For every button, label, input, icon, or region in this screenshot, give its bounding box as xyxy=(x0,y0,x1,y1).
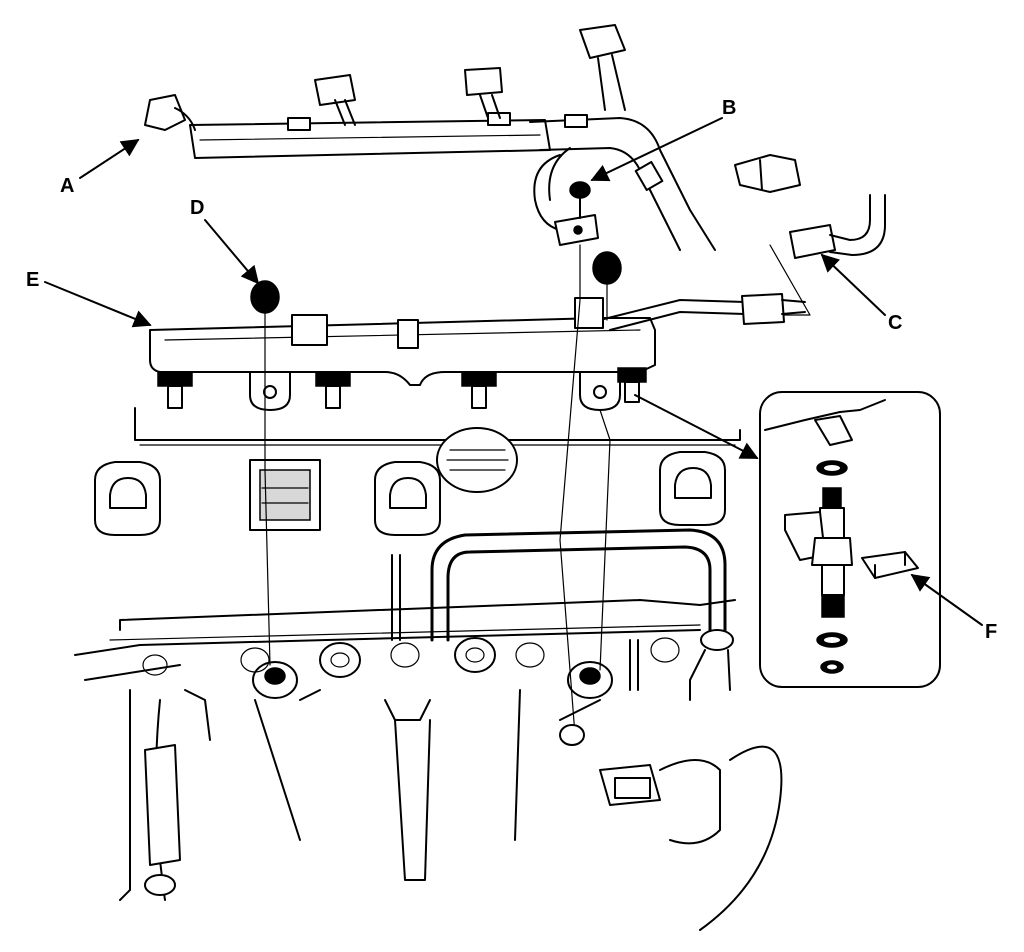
wire-harness xyxy=(144,24,716,251)
injector-detail-inset xyxy=(759,391,941,688)
intake-manifold xyxy=(74,554,701,901)
loop-hose xyxy=(430,528,734,701)
plug-tube-boss-3 xyxy=(374,461,441,536)
bottom-sensor-connector xyxy=(599,745,783,931)
callout-d: D xyxy=(190,197,205,219)
callout-a: A xyxy=(60,175,75,197)
leader-b xyxy=(590,117,723,182)
rail-injector-4 xyxy=(617,367,647,403)
leader-d xyxy=(204,219,260,285)
plug-tube-boss-4 xyxy=(659,451,726,526)
injector-bore-1 xyxy=(252,661,298,699)
leader-detail xyxy=(634,394,759,459)
harness-connector-2 xyxy=(314,74,356,126)
callout-f: F xyxy=(985,621,998,643)
connector-c xyxy=(734,154,886,316)
leader-e xyxy=(44,281,152,328)
oil-filler-cap xyxy=(436,427,518,493)
harness-connector-3 xyxy=(464,67,503,119)
alignment-lines xyxy=(264,244,611,746)
rail-injector-2 xyxy=(315,371,351,409)
bolt-b xyxy=(569,181,591,219)
leader-a xyxy=(79,139,140,179)
fuel-rail xyxy=(149,293,806,411)
injector-bore-3 xyxy=(454,637,496,673)
injector-bore-2 xyxy=(319,642,361,678)
callout-b: B xyxy=(722,97,737,119)
plug-tube-boss-1 xyxy=(94,461,161,536)
harness-connector-1 xyxy=(144,94,196,131)
cylinder-head xyxy=(94,407,741,641)
injector-bore-4 xyxy=(567,661,613,699)
harness-connector-4 xyxy=(579,24,626,111)
leader-c xyxy=(820,253,886,316)
rail-injector-3 xyxy=(461,371,497,409)
callout-c: C xyxy=(888,312,903,334)
leader-f xyxy=(910,573,983,626)
clip-f xyxy=(861,551,919,579)
nut-d-left xyxy=(250,280,280,314)
plug-tube-boss-2 xyxy=(249,459,321,531)
nut-d-right xyxy=(592,251,622,285)
rail-injector-1 xyxy=(157,371,193,409)
harness-bracket xyxy=(533,147,599,246)
callout-e: E xyxy=(26,269,40,291)
leader-lines xyxy=(44,117,983,626)
